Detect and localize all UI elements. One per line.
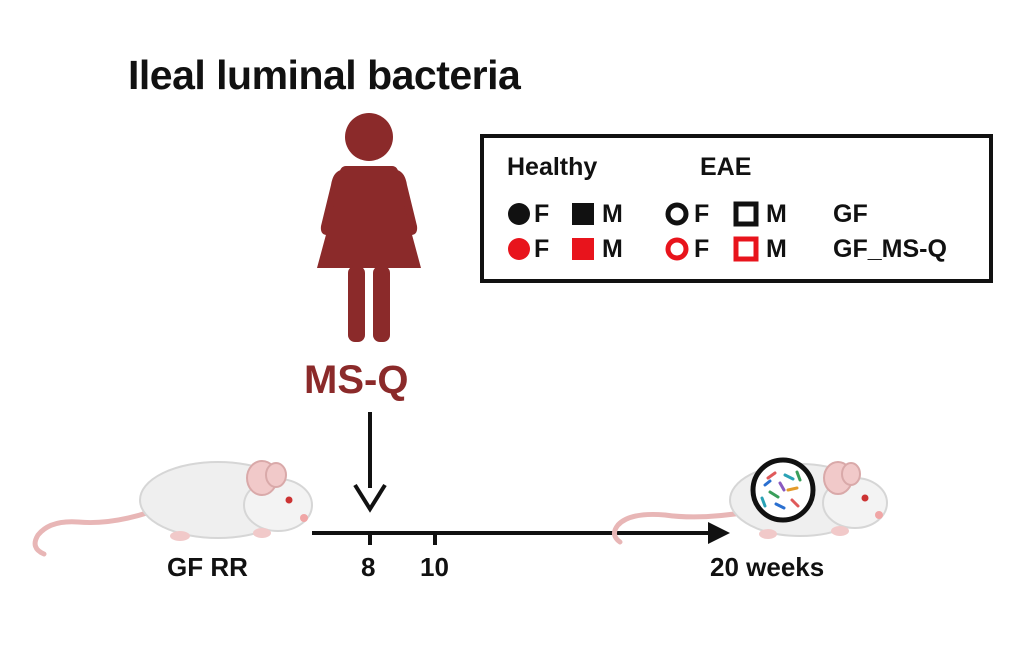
female-donor-icon xyxy=(317,113,421,342)
legend-row1-male-eae: M xyxy=(766,200,787,228)
legend-box: Healthy EAE F M F M GF F M F M GF_MS-Q xyxy=(480,134,993,283)
eae-female-gf-marker xyxy=(665,202,689,226)
healthy-male-msq-marker xyxy=(572,238,594,260)
donor-label: MS-Q xyxy=(304,358,409,402)
legend-row1-female-eae: F xyxy=(694,200,710,228)
legend-row1-group: GF xyxy=(833,200,868,228)
legend-row1-male: M xyxy=(602,200,623,228)
legend-row2-female: F xyxy=(534,235,550,263)
legend-healthy-header: Healthy xyxy=(507,153,598,181)
timeline-tick-10-label: 10 xyxy=(420,552,449,582)
timeline-end-label: 20 weeks xyxy=(710,552,825,582)
down-arrow-icon xyxy=(353,412,387,513)
legend-row2-group: GF_MS-Q xyxy=(833,235,947,263)
mouse-right-icon xyxy=(612,461,888,545)
mouse-left-icon xyxy=(32,460,313,557)
timeline-arrow xyxy=(312,522,730,545)
legend-symbols xyxy=(508,201,759,262)
eae-female-msq-marker xyxy=(665,237,689,261)
healthy-male-gf-marker xyxy=(572,203,594,225)
legend-row2-male: M xyxy=(602,235,623,263)
healthy-female-gf-marker xyxy=(508,203,530,225)
diagram-title: Ileal luminal bacteria xyxy=(128,52,521,98)
eae-male-gf-marker xyxy=(733,201,759,227)
legend-row2-female-eae: F xyxy=(694,235,710,263)
healthy-female-msq-marker xyxy=(508,238,530,260)
timeline-tick-8-label: 8 xyxy=(361,552,376,582)
timeline-start-label: GF RR xyxy=(167,552,248,582)
legend-row1-female: F xyxy=(534,200,550,228)
microbiota-bubble-icon xyxy=(750,457,816,523)
legend-row2-male-eae: M xyxy=(766,235,787,263)
eae-male-msq-marker xyxy=(733,236,759,262)
legend-eae-header: EAE xyxy=(700,153,752,181)
